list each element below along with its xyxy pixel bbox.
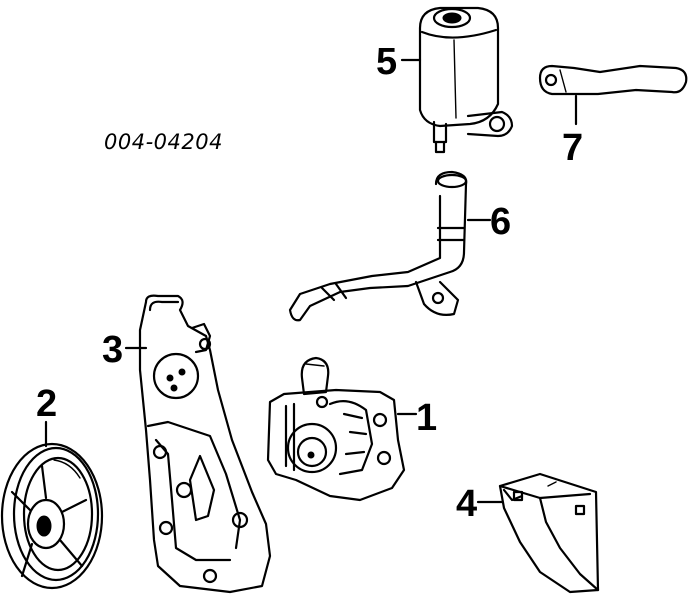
bracket-part-7 [538, 64, 688, 96]
callout-4: 4 [456, 483, 477, 525]
hose-part-6 [288, 170, 468, 322]
callout-3: 3 [102, 329, 123, 371]
pump-part-1 [266, 356, 406, 502]
pulley-part-2 [0, 442, 104, 590]
part-code-label: 004-04204 [104, 130, 223, 154]
callout-6: 6 [490, 201, 511, 243]
mounting-bracket-part-3 [138, 294, 272, 594]
callout-7: 7 [562, 127, 583, 169]
callout-2: 2 [36, 383, 57, 425]
reservoir-part-5 [418, 6, 514, 154]
callout-1: 1 [416, 397, 437, 439]
shield-part-4 [498, 472, 600, 594]
callout-5: 5 [376, 41, 397, 83]
